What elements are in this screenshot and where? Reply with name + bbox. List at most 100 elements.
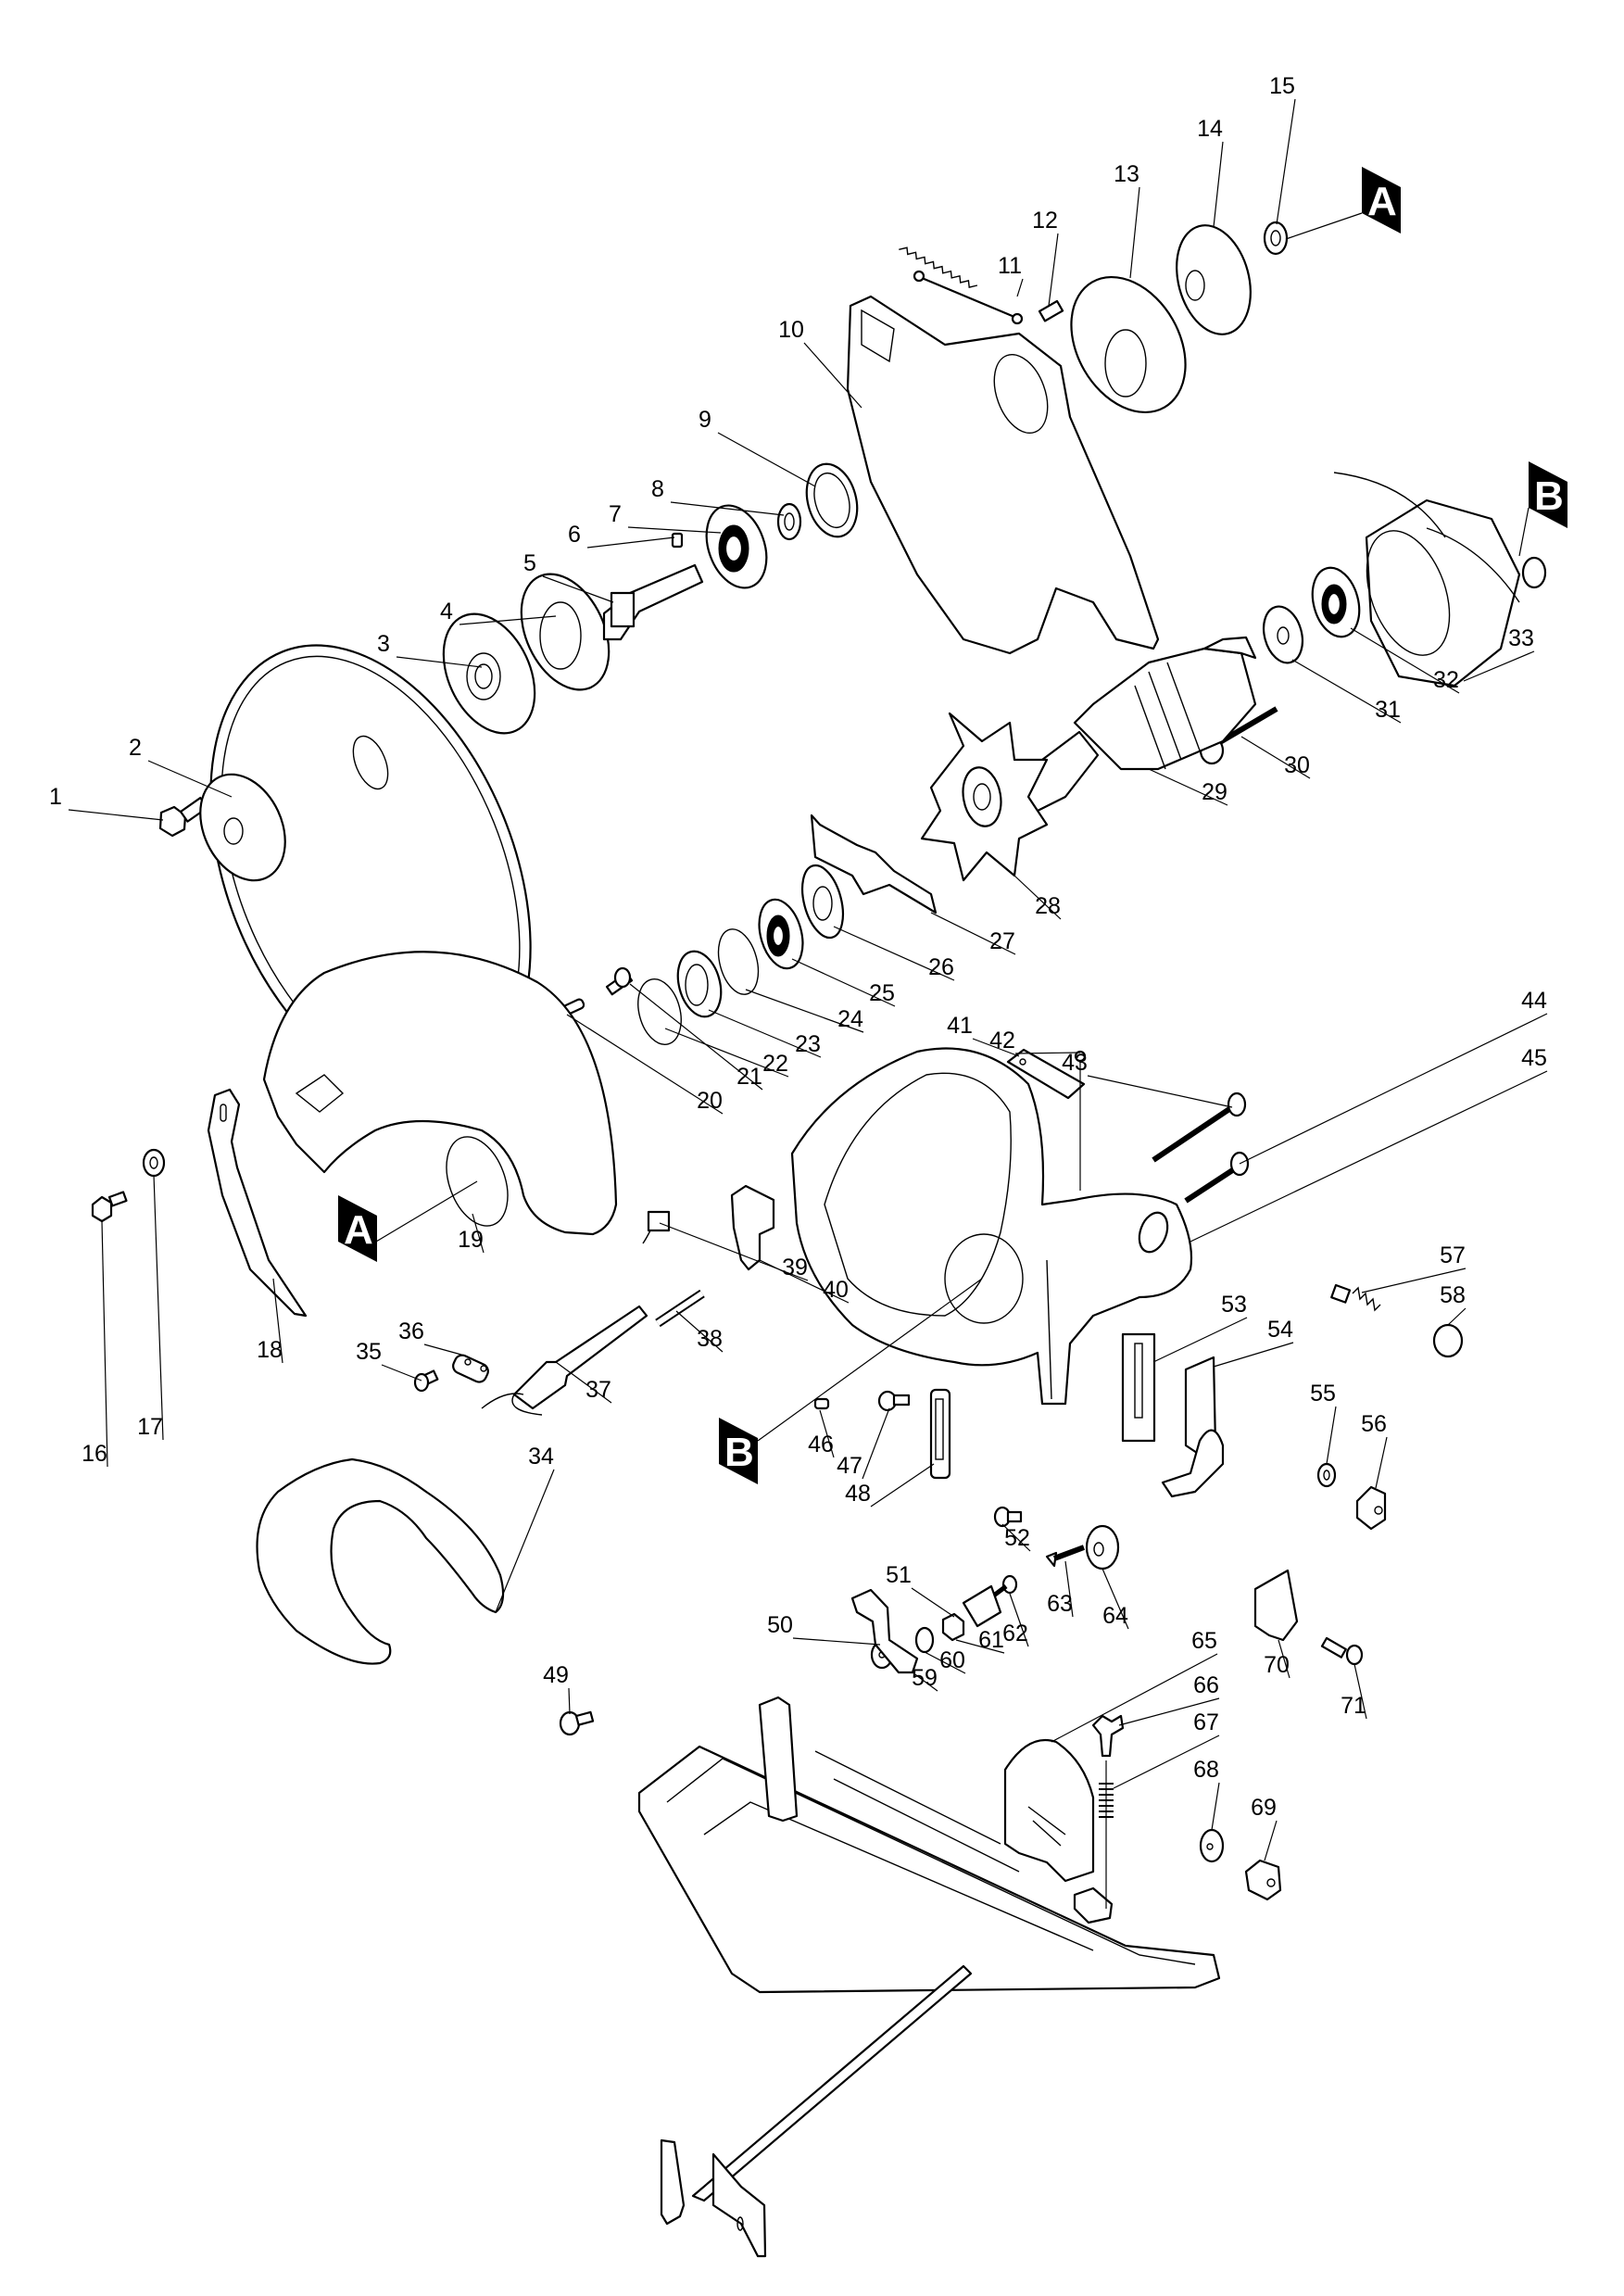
part-10-gear-housing-cover bbox=[846, 295, 1160, 655]
part-label-48: 48 bbox=[845, 1481, 871, 1507]
part-46-pin bbox=[813, 1397, 830, 1410]
part-label-19: 19 bbox=[458, 1227, 484, 1253]
leader-line-23 bbox=[708, 1009, 822, 1058]
leader-line-56 bbox=[1375, 1436, 1388, 1489]
leader-line-1 bbox=[68, 809, 164, 821]
part-27-baffle-plate bbox=[810, 814, 938, 915]
reference-connector-0 bbox=[1285, 212, 1363, 240]
part-8-ring bbox=[776, 502, 802, 541]
leader-line-57 bbox=[1361, 1268, 1467, 1293]
part-label-55: 55 bbox=[1310, 1381, 1336, 1407]
leader-line-46 bbox=[819, 1409, 835, 1458]
part-25-ball-bearing bbox=[758, 898, 804, 970]
part-48-plate bbox=[929, 1388, 951, 1480]
part-label-45: 45 bbox=[1521, 1045, 1547, 1071]
part-69-wing-nut bbox=[1244, 1859, 1282, 1901]
leader-line-32 bbox=[1350, 627, 1460, 694]
reference-connector-2 bbox=[1518, 507, 1530, 557]
part-label-58: 58 bbox=[1440, 1282, 1466, 1308]
leader-line-38 bbox=[675, 1310, 724, 1353]
part-47-screw bbox=[877, 1390, 911, 1412]
part-label-17: 17 bbox=[137, 1414, 163, 1440]
svg-text:B: B bbox=[1534, 473, 1564, 519]
part-label-71: 71 bbox=[1341, 1693, 1366, 1719]
leader-line-43 bbox=[1087, 1075, 1233, 1108]
part-label-66: 66 bbox=[1193, 1672, 1219, 1698]
part-label-7: 7 bbox=[609, 501, 622, 527]
part-label-33: 33 bbox=[1508, 625, 1534, 651]
part-37-cord-guard bbox=[481, 1305, 648, 1416]
part-66-wing-bolt bbox=[1091, 1714, 1125, 1758]
leader-line-18 bbox=[272, 1278, 283, 1364]
part-label-30: 30 bbox=[1284, 752, 1310, 778]
part-12-screw bbox=[1038, 299, 1064, 322]
part-label-31: 31 bbox=[1375, 697, 1401, 723]
leader-line-34 bbox=[495, 1469, 555, 1613]
leader-line-22 bbox=[664, 1028, 789, 1078]
leader-line-16 bbox=[101, 1220, 108, 1468]
part-label-38: 38 bbox=[697, 1326, 723, 1352]
leader-line-35 bbox=[381, 1364, 422, 1381]
part-57-carbon-brush bbox=[1330, 1283, 1381, 1312]
reference-marker-a-mid: A bbox=[338, 1195, 377, 1262]
leader-line-31 bbox=[1291, 659, 1402, 724]
part-label-35: 35 bbox=[356, 1339, 382, 1365]
reference-marker-b-mid: B bbox=[719, 1418, 758, 1484]
leader-line-47 bbox=[862, 1407, 890, 1480]
leader-line-61 bbox=[955, 1639, 1005, 1654]
part-label-60: 60 bbox=[939, 1647, 965, 1673]
part-label-69: 69 bbox=[1251, 1795, 1277, 1821]
part-label-49: 49 bbox=[543, 1662, 569, 1688]
rip-fence bbox=[660, 1964, 973, 2258]
leader-line-28 bbox=[1013, 875, 1062, 920]
part-49-screw bbox=[559, 1710, 595, 1736]
part-58-brush-holder-cap bbox=[1432, 1323, 1464, 1358]
leader-line-69 bbox=[1264, 1820, 1278, 1861]
leader-line-45 bbox=[1190, 1070, 1548, 1243]
part-16-screw bbox=[91, 1191, 128, 1223]
part-label-5: 5 bbox=[523, 550, 536, 576]
leader-line-11 bbox=[1016, 278, 1024, 297]
part-52-screw bbox=[993, 1506, 1023, 1528]
part-4-ring bbox=[520, 573, 611, 691]
part-40-switch bbox=[730, 1184, 775, 1271]
leader-line-48 bbox=[870, 1463, 935, 1508]
part-45-motor-housing bbox=[790, 1047, 1193, 1406]
leader-line-62 bbox=[1009, 1593, 1029, 1647]
part-3-inner-flange bbox=[442, 612, 536, 735]
part-22-insulation-washer bbox=[637, 978, 682, 1045]
leader-line-55 bbox=[1326, 1406, 1337, 1465]
leader-line-13 bbox=[1129, 186, 1140, 279]
leader-line-51 bbox=[911, 1587, 955, 1618]
part-62-screw bbox=[962, 1574, 1018, 1628]
part-13-bearing-box bbox=[1070, 275, 1187, 414]
part-17-flat-washer bbox=[142, 1148, 166, 1178]
leader-line-33 bbox=[1463, 650, 1535, 682]
part-label-67: 67 bbox=[1193, 1709, 1219, 1735]
part-label-54: 54 bbox=[1267, 1317, 1293, 1343]
leader-line-5 bbox=[542, 575, 614, 603]
part-label-50: 50 bbox=[767, 1612, 793, 1638]
part-label-18: 18 bbox=[257, 1337, 283, 1363]
leader-line-66 bbox=[1118, 1697, 1220, 1726]
part-label-59: 59 bbox=[912, 1665, 938, 1691]
leader-line-8 bbox=[670, 501, 785, 516]
leader-line-50 bbox=[792, 1637, 881, 1646]
reference-marker-b-top: B bbox=[1529, 461, 1567, 528]
part-label-21: 21 bbox=[736, 1064, 762, 1090]
part-61-hex-nut bbox=[941, 1612, 965, 1642]
part-label-4: 4 bbox=[440, 599, 453, 624]
leader-line-59 bbox=[912, 1672, 938, 1692]
leader-line-37 bbox=[555, 1361, 612, 1404]
leader-line-53 bbox=[1152, 1317, 1248, 1363]
part-label-28: 28 bbox=[1035, 893, 1061, 919]
part-label-63: 63 bbox=[1047, 1591, 1073, 1617]
part-label-61: 61 bbox=[978, 1627, 1004, 1653]
part-label-2: 2 bbox=[129, 735, 142, 761]
part-label-6: 6 bbox=[568, 522, 581, 548]
leader-line-68 bbox=[1211, 1782, 1220, 1831]
part-label-46: 46 bbox=[808, 1432, 834, 1457]
part-label-62: 62 bbox=[1002, 1621, 1028, 1646]
leader-line-26 bbox=[833, 926, 955, 981]
